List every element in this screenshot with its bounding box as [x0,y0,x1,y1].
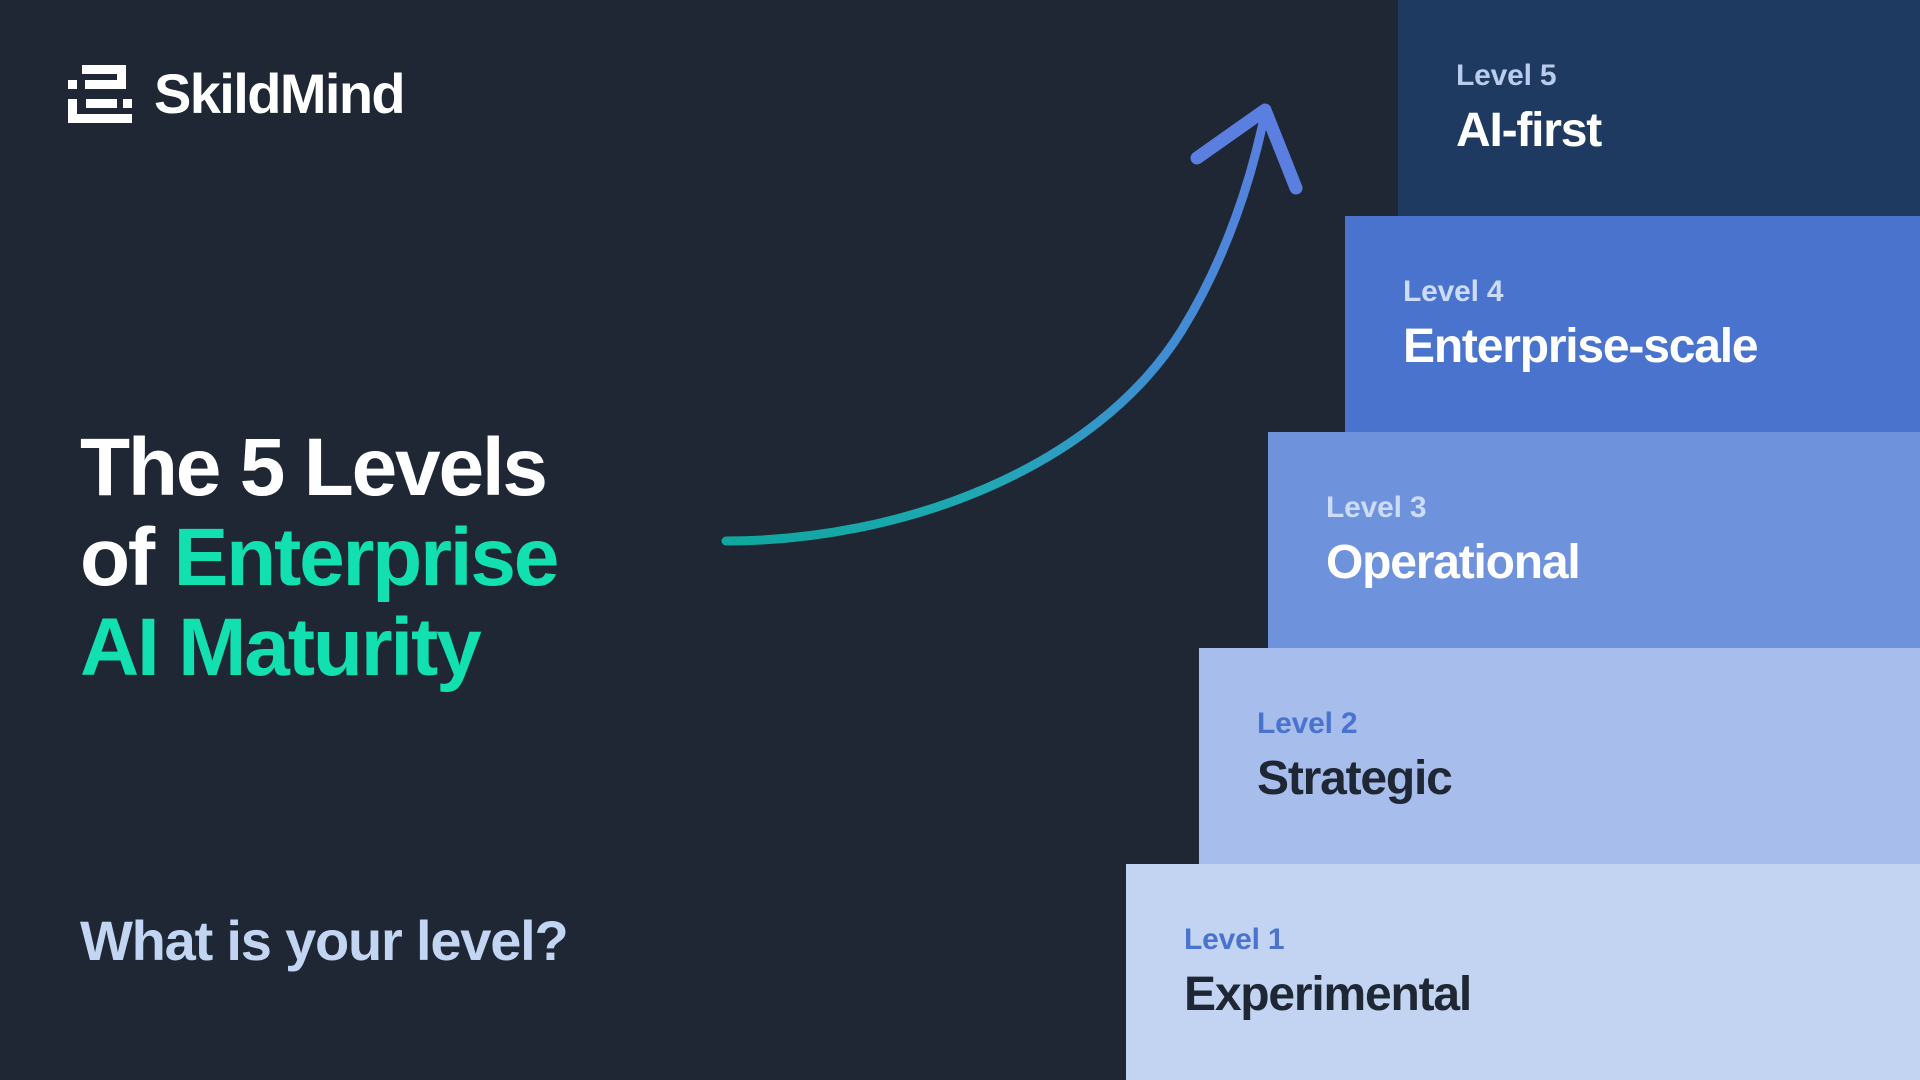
step-card-level-4[interactable]: Level 4 Enterprise-scale [1345,216,1920,432]
step-level-label: Level 1 [1184,923,1285,956]
step-title: Strategic [1257,752,1453,805]
step-title: Enterprise-scale [1403,320,1759,373]
headline-line-1: The 5 Levels [80,421,548,513]
step-card-level-2[interactable]: Level 2 Strategic [1199,648,1920,864]
step-level-label: Level 2 [1257,707,1358,740]
sub-prompt: What is your level? [80,909,569,972]
headline-line-3: AI Maturity [80,602,482,694]
page-title: The 5 Levels of Enterprise AI Maturity [80,421,840,694]
step-title: Operational [1326,536,1581,589]
step-level-label: Level 3 [1326,491,1427,524]
skildmind-bars-mark-icon [68,65,132,123]
brand-logo[interactable]: SkildMind [68,58,406,130]
step-card-level-1[interactable]: Level 1 Experimental [1126,864,1920,1080]
step-card-level-3[interactable]: Level 3 Operational [1268,432,1920,648]
headline-line-2-accent: Enterprise [173,512,560,604]
step-title: Experimental [1184,968,1472,1021]
headline-line-2-plain: of [80,512,174,604]
step-level-label: Level 5 [1456,59,1557,92]
step-card-level-5[interactable]: Level 5 AI-first [1398,0,1920,216]
headline-line-2: of Enterprise [80,513,840,603]
step-title: AI-first [1456,104,1602,157]
brand-wordmark: SkildMind [154,62,406,125]
step-level-label: Level 4 [1403,275,1504,308]
